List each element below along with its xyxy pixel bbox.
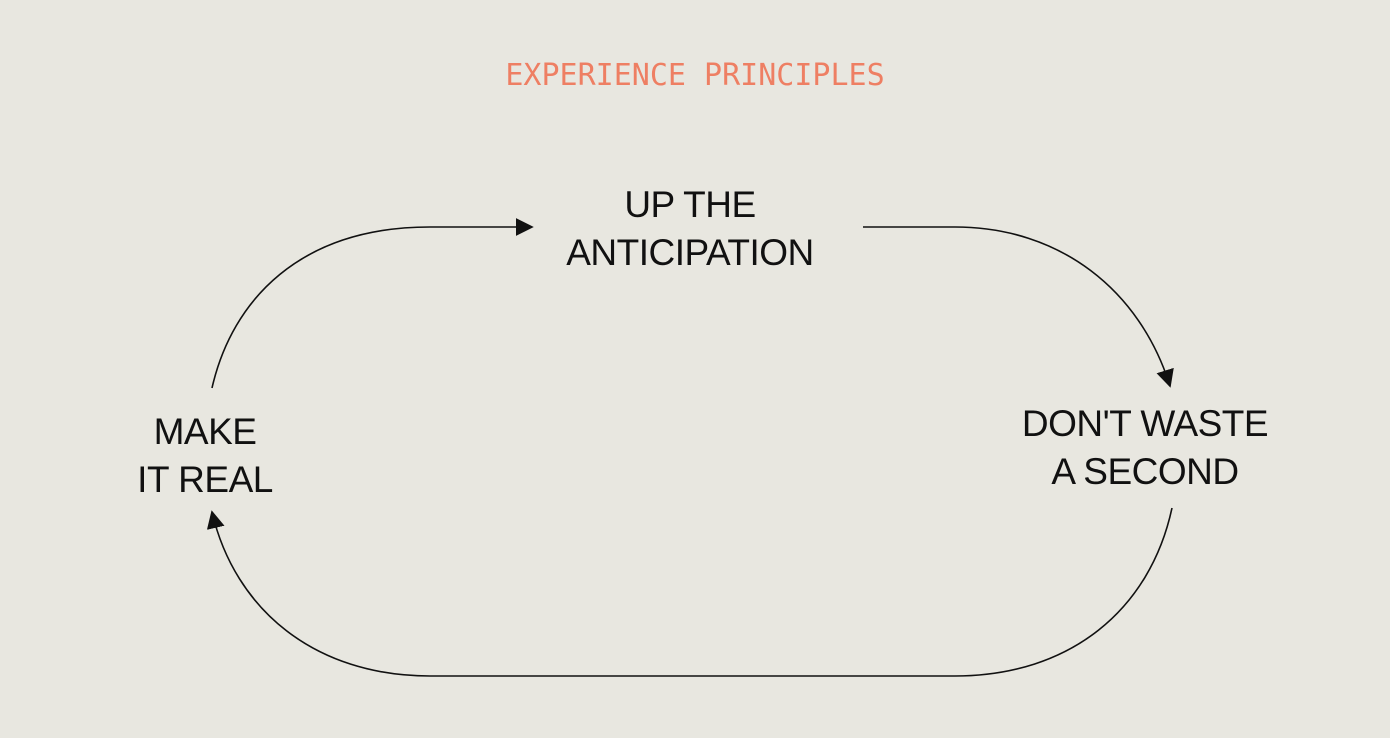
node-label-line: UP THE [624,184,756,225]
node-make-it-real: MAKE IT REAL [90,408,320,504]
node-label-line: MAKE [153,411,257,452]
node-label-line: DON'T WASTE [1021,403,1269,444]
arrow-dont-waste-a-second-to-make-it-real [206,507,1173,677]
node-label-line: ANTICIPATION [566,232,814,273]
node-dont-waste-a-second: DON'T WASTE A SECOND [980,400,1310,496]
arrow-make-it-real-to-up-the-anticipation [211,218,534,389]
node-label-line: IT REAL [137,459,273,500]
node-up-the-anticipation: UP THE ANTICIPATION [520,181,860,277]
node-label-line: A SECOND [1051,451,1239,492]
diagram-title: EXPERIENCE PRINCIPLES [505,58,885,93]
arrow-up-the-anticipation-to-dont-waste-a-second [863,226,1174,388]
